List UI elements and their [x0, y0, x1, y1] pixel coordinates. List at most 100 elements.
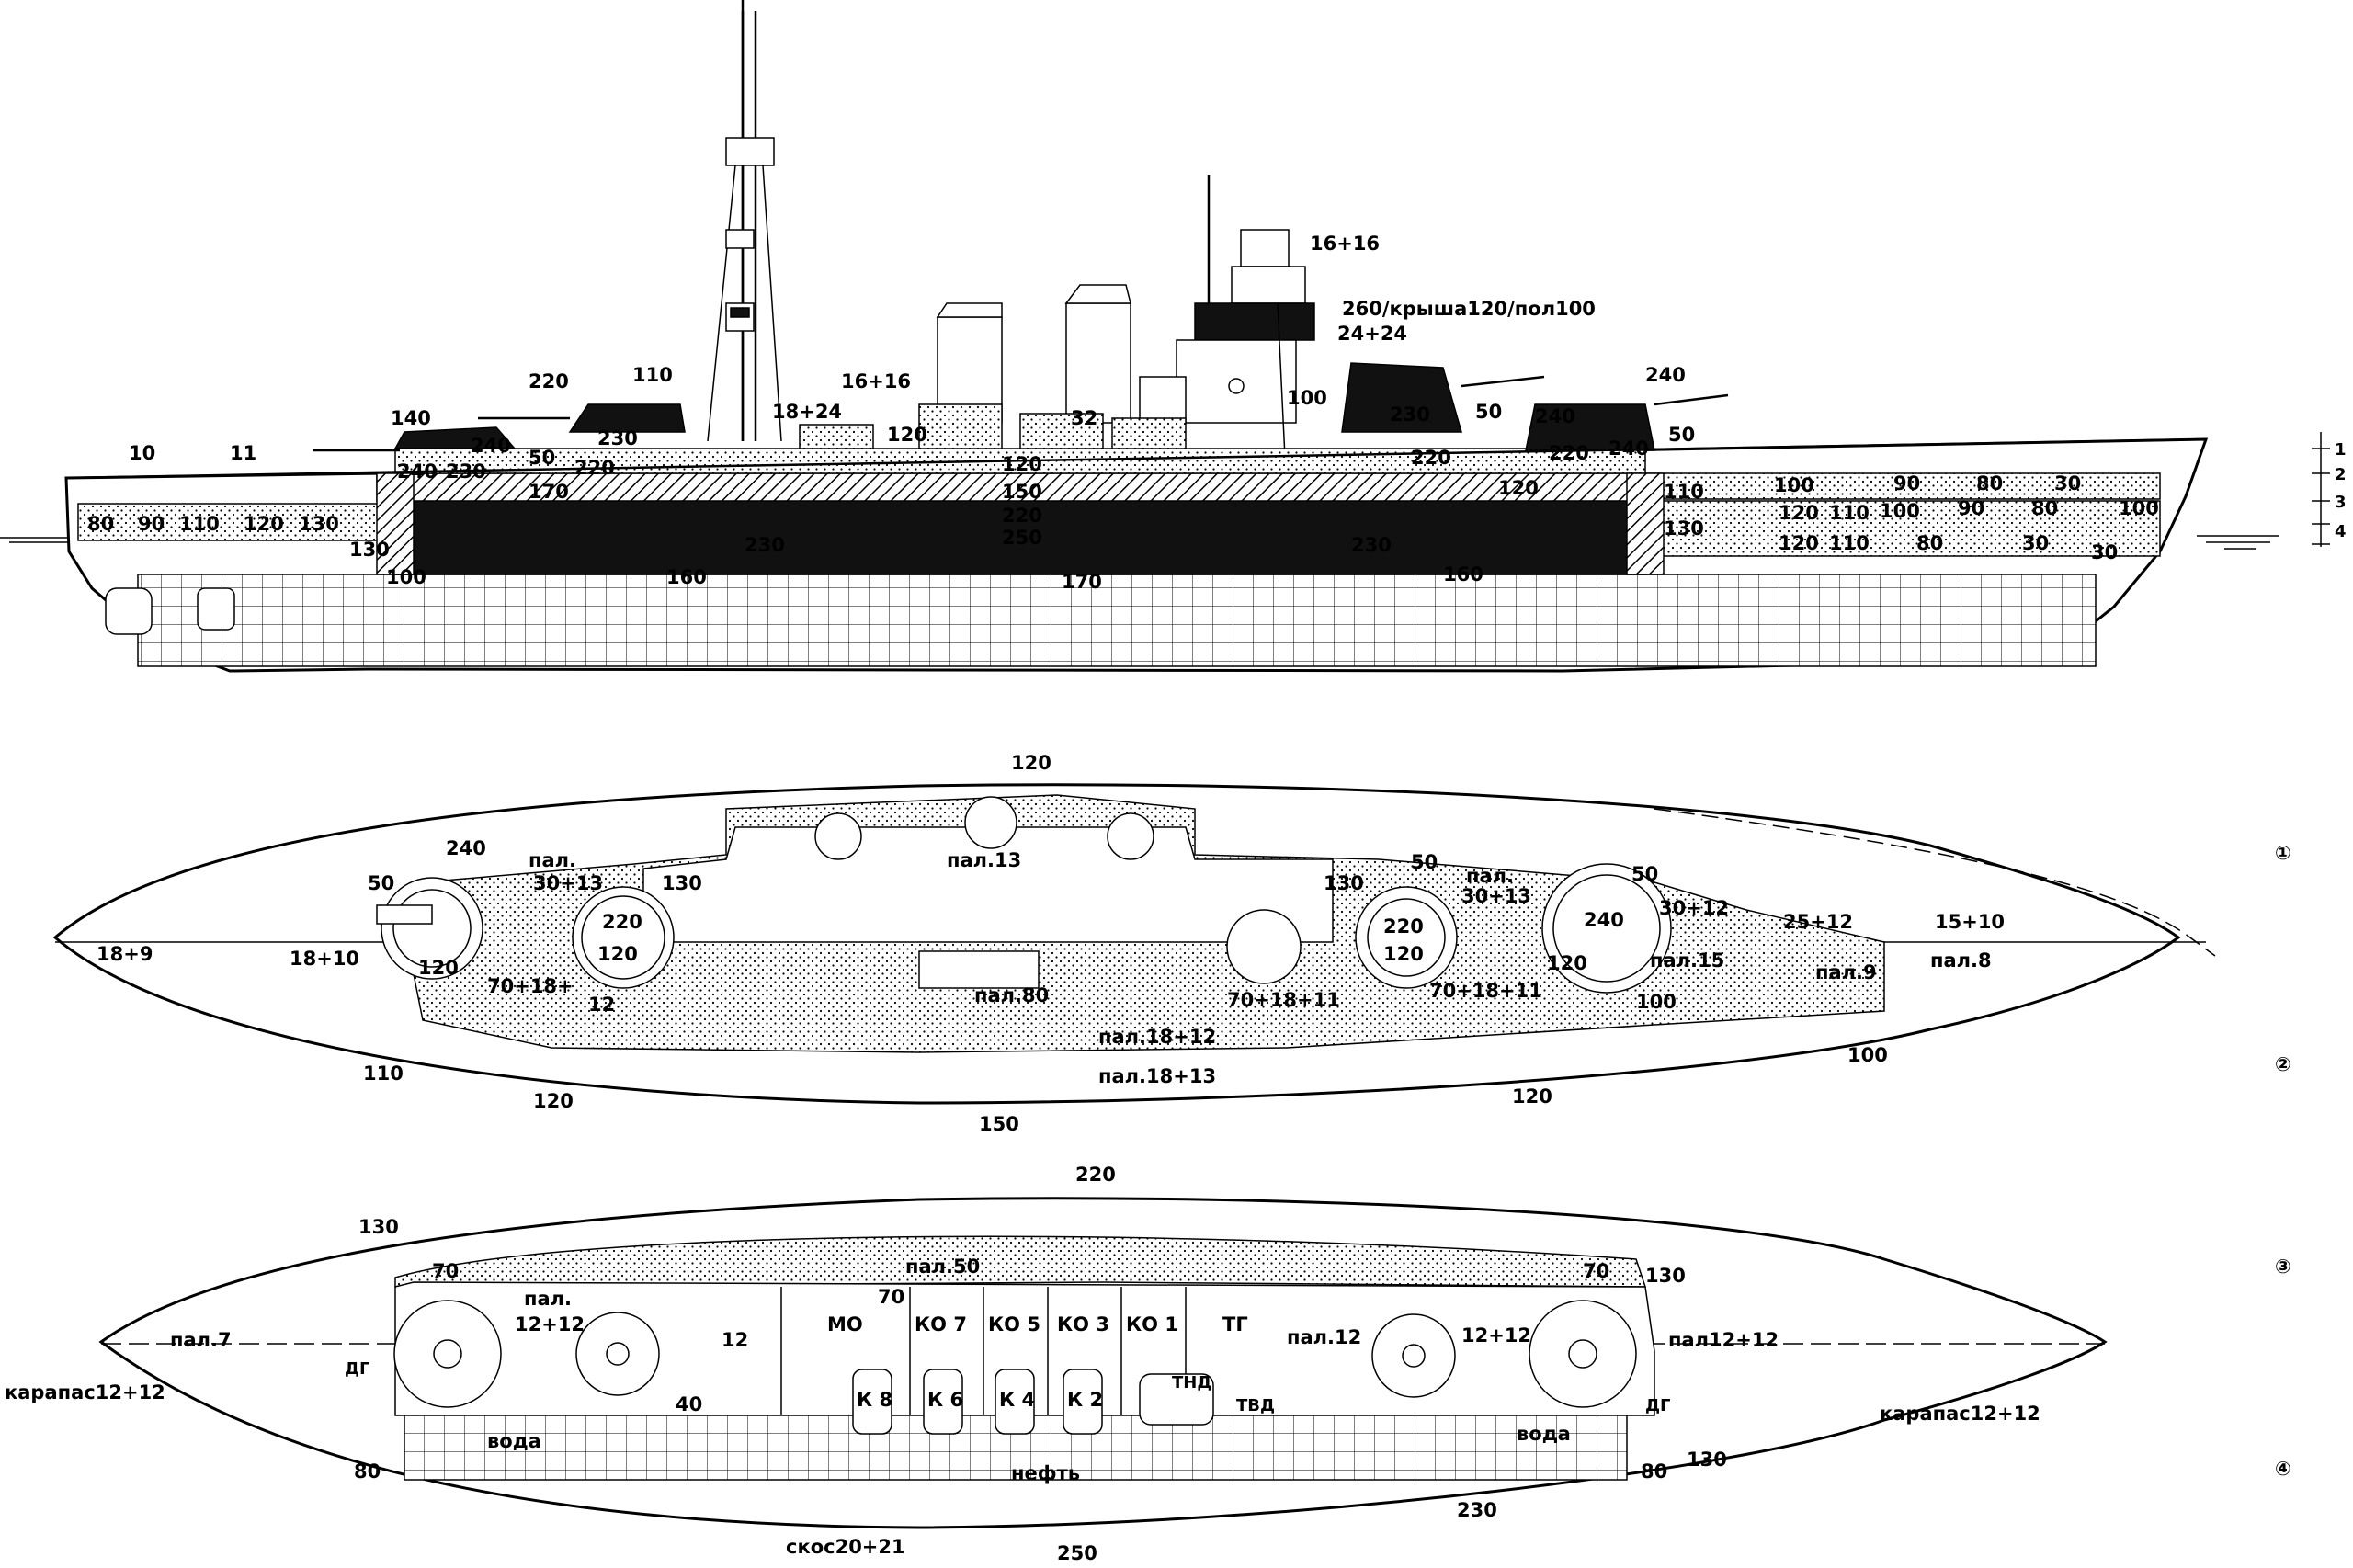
label-p-120d: 120: [1779, 502, 1819, 524]
bridge-tower: [1139, 175, 1315, 497]
label-h-k4: К 4: [999, 1389, 1035, 1411]
label-d-130b: 130: [1324, 872, 1364, 894]
label-p-100c: 100: [1880, 500, 1920, 522]
label-p-120a: 120: [887, 424, 927, 446]
label-h-pal12: пал.12: [1287, 1326, 1361, 1348]
label-p-130a: 130: [1664, 517, 1704, 540]
label-h-tg: ТГ: [1222, 1313, 1248, 1335]
label-p-110a: 110: [632, 364, 673, 386]
label-h-karapas2: карапас12+12: [1880, 1403, 2040, 1425]
label-p-250: 250: [1002, 527, 1042, 549]
label-p-220a: 220: [529, 370, 569, 392]
label-h-70a: 70: [432, 1260, 459, 1282]
section-marker-1: ①: [2275, 842, 2291, 864]
label-h-karapas1: карапас12+12: [5, 1381, 165, 1403]
label-p-220b: 220: [574, 457, 615, 479]
deck-plan-labels: 120 240 50 пал. 30+13 130 пал.13 130 50 …: [97, 752, 2005, 1135]
label-p-110b: 110: [1664, 481, 1704, 503]
label-p-turret: 260/крыша120/пол100: [1342, 298, 1596, 320]
label-h-pal: пал.: [524, 1288, 572, 1310]
label-p-110c: 110: [1829, 502, 1870, 524]
label-h-pal50: пал.50: [905, 1256, 980, 1278]
label-d-pal3013b: пал.: [1466, 865, 1514, 887]
label-p-220c: 220: [1002, 505, 1042, 527]
label-d-3013a: 30+13: [533, 872, 603, 894]
label-d-189: 18+9: [97, 943, 153, 965]
label-p-240a: 240: [471, 435, 511, 457]
label-d-50c: 50: [1631, 863, 1658, 885]
label-p-240e: 240: [1645, 364, 1686, 386]
label-h-230: 230: [1457, 1499, 1497, 1521]
label-h-k8: К 8: [857, 1389, 892, 1411]
label-p-50c: 50: [1668, 424, 1695, 446]
label-p-90b: 90: [1958, 497, 1984, 519]
label-p-110-stern: 110: [179, 513, 220, 535]
label-d-120a: 120: [597, 943, 638, 965]
label-h-70c: 70: [1583, 1260, 1609, 1282]
label-p-240d: 240: [1608, 437, 1649, 460]
label-p-30c: 30: [2091, 541, 2118, 563]
label-h-70b: 70: [878, 1286, 904, 1308]
label-h-dg2: ДГ: [1645, 1396, 1671, 1415]
label-d-12: 12: [588, 994, 615, 1016]
label-p-160b: 160: [1443, 563, 1483, 585]
label-d-130a: 130: [662, 872, 702, 894]
label-d-pal3013a: пал.: [529, 849, 576, 871]
label-d-pal1812: пал.18+12: [1098, 1026, 1216, 1048]
label-p-50a: 50: [529, 447, 555, 469]
label-d-100b: 100: [1847, 1044, 1888, 1066]
label-h-250: 250: [1057, 1542, 1097, 1564]
label-h-ko1: КО 1: [1126, 1313, 1178, 1335]
label-p-220d: 220: [1411, 447, 1451, 469]
label-d-150: 150: [979, 1113, 1019, 1135]
label-h-pal7: пал.7: [170, 1329, 232, 1351]
label-h-1212b: 12+12: [1461, 1324, 1531, 1346]
label-p-100d: 80: [1916, 532, 1943, 554]
label-p-80d: 80: [87, 513, 114, 535]
hold-plan: 220 130 70 пал.50 70 70 130 пал.7 пал. 1…: [5, 1164, 2108, 1564]
label-h-40: 40: [676, 1393, 702, 1415]
label-p-120c: 120: [1498, 477, 1539, 499]
label-h-130a: 130: [358, 1216, 399, 1238]
label-d-220a: 220: [602, 911, 642, 933]
label-p-120e: 120: [1779, 532, 1819, 554]
label-h-voda2: вода: [1517, 1423, 1571, 1445]
label-p-18-24: 18+24: [772, 401, 842, 423]
hold-plan-labels: 220 130 70 пал.50 70 70 130 пал.7 пал. 1…: [5, 1164, 2040, 1564]
label-d-pal1813: пал.18+13: [1098, 1065, 1216, 1087]
section-marker-2: ②: [2275, 1053, 2291, 1075]
label-d-120top: 120: [1011, 752, 1051, 774]
label-d-120e: 120: [533, 1090, 574, 1112]
label-p-16-16b: 16+16: [1310, 233, 1380, 255]
label-d-100a: 100: [1636, 991, 1677, 1013]
label-d-1510: 15+10: [1935, 911, 2005, 933]
section-markers: ① ② ③ ④: [2275, 842, 2291, 1480]
hold-barbettes: [393, 1300, 1637, 1408]
label-h-tvd: ТВД: [1236, 1396, 1275, 1415]
label-p-16-16a: 16+16: [841, 370, 911, 392]
label-p-120b: 120: [1002, 453, 1042, 475]
level-3: 3: [2335, 493, 2347, 512]
label-d-120b: 120: [418, 957, 459, 979]
label-d-240b: 240: [1584, 909, 1624, 931]
label-p-230c: 230: [1390, 403, 1430, 426]
aft-belt: [77, 503, 382, 541]
label-d-pal80: пал.80: [974, 984, 1049, 1006]
label-h-220: 220: [1075, 1164, 1116, 1186]
deck-turrets: [376, 796, 1672, 994]
label-p-220e: 220: [1549, 442, 1589, 464]
label-d-120d: 120: [1547, 952, 1587, 974]
label-d-110: 110: [363, 1062, 404, 1085]
label-d-50b: 50: [1411, 851, 1438, 873]
label-d-50a: 50: [368, 872, 394, 894]
label-p-230e: 230: [1351, 534, 1392, 556]
label-p-160a: 160: [666, 566, 707, 588]
label-p-230a: 230: [446, 460, 486, 483]
deck-plan: 120 240 50 пал. 30+13 130 пал.13 130 50 …: [52, 752, 2216, 1135]
label-h-mo: МО: [827, 1313, 863, 1335]
label-p-30b: 100: [2119, 497, 2159, 519]
label-d-pal15: пал.15: [1650, 949, 1724, 971]
label-h-ko7: КО 7: [915, 1313, 967, 1335]
label-p-100a: 100: [1287, 387, 1327, 409]
